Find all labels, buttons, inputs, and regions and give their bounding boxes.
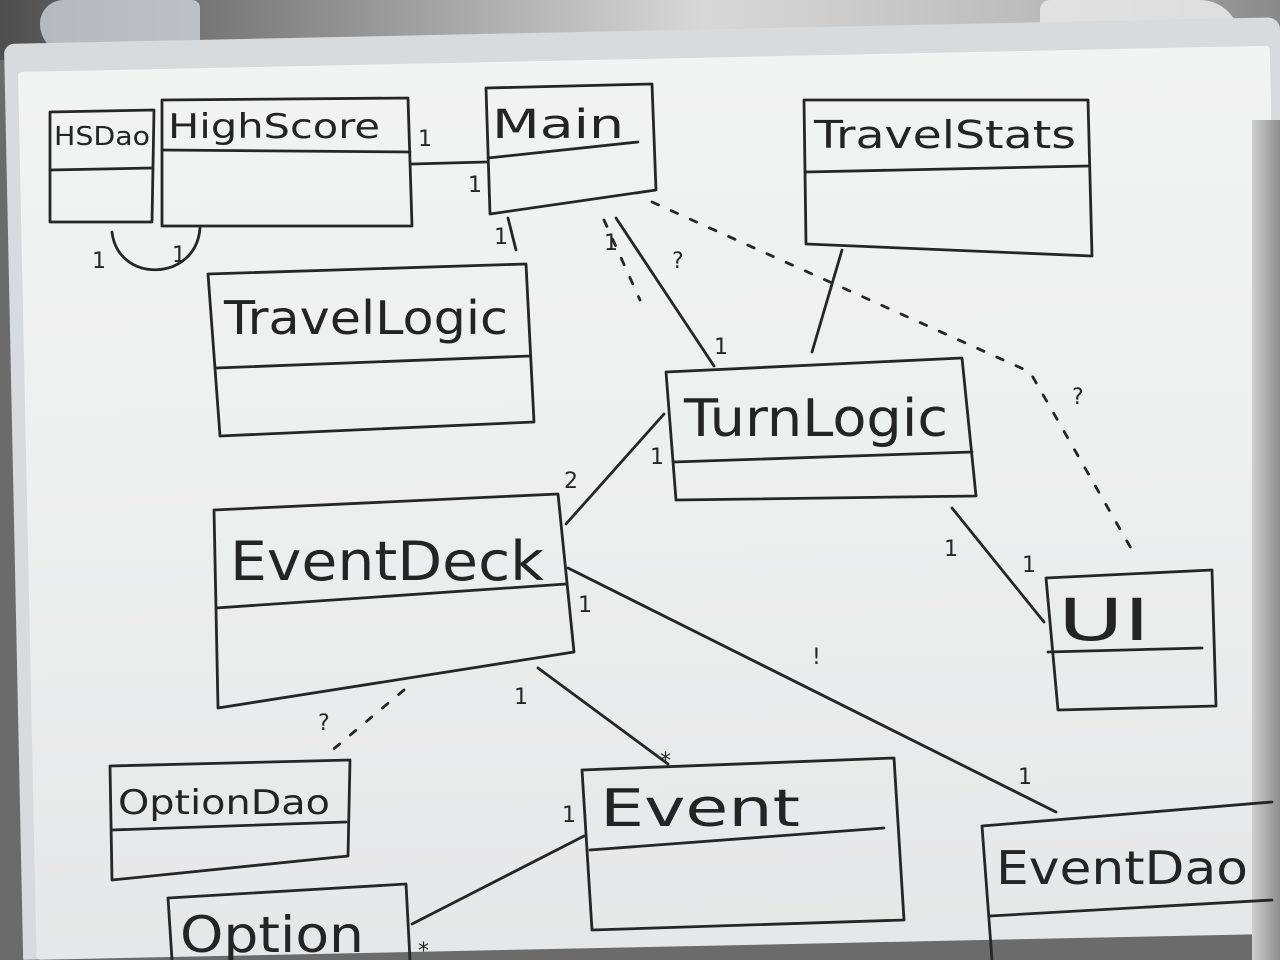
association-main-travellogic [506, 216, 518, 252]
association-hsdao-loop [110, 226, 202, 272]
class-turnlogic-name: TurnLogic [683, 389, 948, 449]
multiplicity-event-option-event-end: 1 [562, 803, 576, 828]
class-main: Main [484, 82, 658, 216]
multiplicity-main-turnlogic-main-end: 1 [604, 231, 618, 256]
multiplicity-main-travellogic: 1 [494, 225, 508, 250]
class-eventdao-name: EventDao [996, 841, 1248, 895]
multiplicity-turnlogic-ui-turn-end: 1 [944, 537, 958, 562]
class-eventdao: EventDao [980, 800, 1274, 960]
class-main-name: Main [492, 102, 624, 148]
class-travellogic-name: TravelLogic [223, 291, 508, 345]
multiplicity-main-ui-question: ? [1072, 385, 1084, 410]
association-main-turnlogic-dashed [602, 218, 642, 302]
association-eventdeck-eventdao [566, 566, 1058, 814]
multiplicity-eventdeck-eventdao-exclaim: ! [812, 645, 821, 670]
class-travelstats-name: TravelStats [813, 113, 1076, 157]
class-eventdeck: EventDeck [212, 492, 576, 710]
multiplicity-turnlogic-eventdeck-deck-end: 2 [564, 469, 578, 494]
multiplicity-main-turnlogic-question: ? [672, 249, 684, 274]
multiplicity-hsdao-loop-right: 1 [172, 243, 186, 268]
class-highscore: HighScore [160, 96, 414, 228]
association-main-ui [650, 200, 1134, 552]
association-eventdeck-event [536, 666, 670, 766]
class-travelstats: TravelStats [802, 98, 1094, 258]
multiplicity-hsdao-loop-left: 1 [92, 249, 106, 274]
multiplicity-turnlogic-ui-ui-end: 1 [1022, 553, 1036, 578]
class-event: Event [580, 756, 906, 932]
association-eventdeck-optiondao [328, 688, 406, 754]
multiplicity-highscore-main-right: 1 [468, 173, 482, 198]
multiplicity-event-option-option-end: * [418, 939, 429, 960]
class-ui: UI [1044, 568, 1218, 712]
class-ui-name: UI [1058, 586, 1150, 654]
class-highscore-name: HighScore [168, 107, 380, 147]
class-optiondao-name: OptionDao [118, 783, 330, 823]
multiplicity-highscore-main-left: 1 [418, 127, 432, 152]
class-option-name: Option [180, 906, 364, 960]
multiplicity-eventdeck-eventdao-dao-end: 1 [1018, 765, 1032, 790]
association-turnlogic-eventdeck [564, 412, 666, 526]
multiplicity-eventdeck-optiondao-question: ? [318, 711, 330, 736]
multiplicity-eventdeck-eventdao-deck-end: 1 [578, 593, 592, 618]
class-event-name: Event [600, 779, 800, 839]
association-main-turnlogic [614, 216, 716, 368]
class-hsdao: HSDao [48, 108, 156, 224]
association-event-option [410, 834, 586, 926]
background-edge [1252, 120, 1280, 960]
class-optiondao: OptionDao [108, 758, 352, 882]
multiplicity-eventdeck-event-deck-end: 1 [514, 685, 528, 710]
association-travelstats-turnlogic [810, 248, 844, 354]
multiplicity-main-turnlogic-turn-end: 1 [714, 335, 728, 360]
class-turnlogic: TurnLogic [664, 356, 978, 502]
association-turnlogic-ui [950, 506, 1046, 624]
association-highscore-main [410, 160, 488, 166]
multiplicity-eventdeck-event-event-end: * [660, 749, 671, 774]
class-eventdeck-name: EventDeck [230, 530, 545, 593]
class-hsdao-name: HSDao [54, 122, 150, 152]
multiplicity-turnlogic-eventdeck-turn-end: 1 [650, 445, 664, 470]
class-travellogic: TravelLogic [206, 262, 536, 438]
class-option: Option [166, 882, 412, 960]
